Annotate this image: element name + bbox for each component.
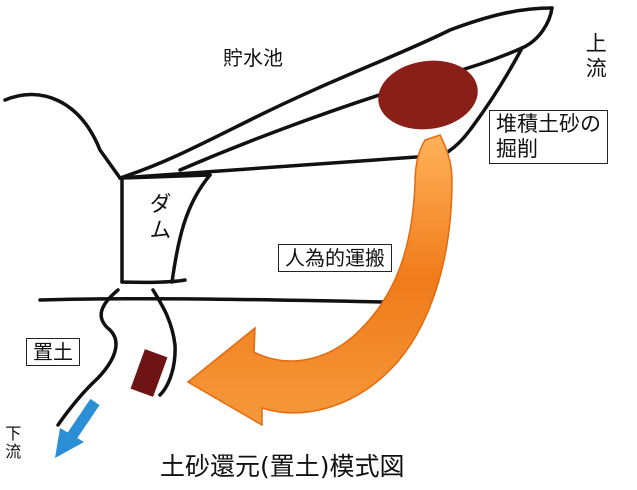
downstream-label: 下流 bbox=[2, 425, 22, 461]
downstream-flow-arrow bbox=[55, 398, 100, 458]
excavation-label-line1: 堆積土砂の bbox=[496, 112, 601, 136]
excavation-label: 堆積土砂の 掘削 bbox=[489, 110, 608, 165]
transport-label: 人為的運搬 bbox=[278, 244, 392, 272]
reservoir-outline bbox=[3, 6, 554, 427]
diagram-title: 土砂還元(置土)模式図 bbox=[160, 452, 405, 481]
placed-soil-label: 置土 bbox=[26, 338, 80, 366]
transport-arrow bbox=[186, 134, 453, 427]
upstream-label: 上流 bbox=[583, 32, 608, 82]
sediment-deposit bbox=[378, 60, 478, 130]
placed-soil-block bbox=[130, 349, 168, 397]
dam-label: ダム bbox=[145, 192, 171, 244]
reservoir-label: 貯水池 bbox=[223, 46, 283, 70]
excavation-label-line2: 掘削 bbox=[496, 137, 538, 162]
